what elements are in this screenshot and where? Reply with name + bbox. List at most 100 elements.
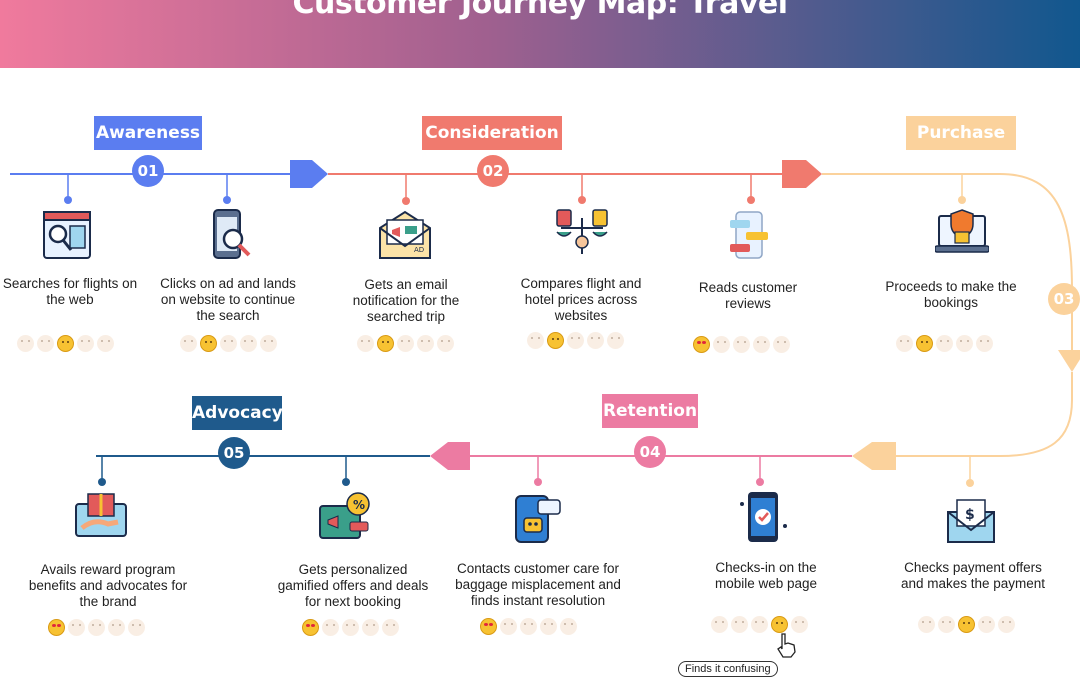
emotion-face-icon	[17, 335, 34, 352]
consideration-arrow	[782, 160, 822, 188]
love-face-icon	[693, 336, 710, 353]
emotion-face-icon	[896, 335, 913, 352]
retention-arrow	[430, 442, 470, 470]
emotion-face-icon	[978, 616, 995, 633]
purchase-down-arrow	[1058, 350, 1080, 372]
stage-number-01: 01	[132, 155, 164, 187]
emotion-face-icon	[560, 618, 577, 635]
stage-number-05: 05	[218, 437, 250, 469]
emotion-face-icon	[97, 335, 114, 352]
step-text-gamified-offers: Gets personalized gamified offers and de…	[277, 562, 429, 609]
emotion-face-icon	[587, 332, 604, 349]
emotion-face-icon	[180, 335, 197, 352]
gift-laptop-icon	[75, 493, 127, 537]
emotion-scale	[527, 332, 624, 349]
emotion-scale	[17, 335, 114, 352]
emotion-scale	[180, 335, 277, 352]
emotion-scale	[693, 336, 790, 353]
emotion-face-icon	[527, 332, 544, 349]
emotion-face-icon	[936, 335, 953, 352]
svg-text:%: %	[353, 498, 365, 512]
emotion-face-icon	[77, 335, 94, 352]
browser-search-icon	[43, 211, 91, 259]
emotion-face-icon	[322, 619, 339, 636]
emotion-scale	[918, 616, 1015, 633]
step-text-customer-care: Contacts customer care for baggage mispl…	[455, 561, 621, 608]
emotion-scale	[357, 335, 454, 352]
emotion-face-icon	[713, 336, 730, 353]
step-text-payment: Checks payment offers and makes the paym…	[900, 560, 1046, 591]
step-connectors	[64, 174, 974, 487]
step-text-click-ad: Clicks on ad and lands on website to con…	[160, 276, 296, 323]
emotion-face-icon	[540, 618, 557, 635]
step-text-search-flights: Searches for flights on the web	[2, 276, 138, 307]
love-face-icon	[302, 619, 319, 636]
stage-number-03: 03	[1048, 283, 1080, 315]
neutral-face-icon	[958, 616, 975, 633]
emotion-face-icon	[240, 335, 257, 352]
step-text-compare-prices: Compares flight and hotel prices across …	[520, 276, 642, 323]
emotion-scale	[480, 618, 577, 635]
stage-retention: Retention	[602, 394, 698, 428]
content-face-icon	[916, 335, 933, 352]
emotion-face-icon	[731, 616, 748, 633]
stage-awareness: Awareness	[94, 116, 202, 150]
emotion-face-icon	[128, 619, 145, 636]
emotion-scale	[48, 619, 145, 636]
svg-text:AD: AD	[414, 246, 424, 254]
stage-purchase: Purchase	[906, 116, 1016, 150]
emotion-face-icon	[437, 335, 454, 352]
mobile-search-icon	[213, 209, 251, 259]
secure-booking-icon	[935, 209, 989, 253]
step-text-email-notification: Gets an email notification for the searc…	[352, 277, 460, 324]
step-text-read-reviews: Reads customer reviews	[698, 280, 798, 311]
emotion-face-icon	[711, 616, 728, 633]
emotion-face-icon	[976, 335, 993, 352]
emotion-face-icon	[220, 335, 237, 352]
header-banner: Customer Journey Map: Travel	[0, 0, 1080, 68]
emotion-face-icon	[68, 619, 85, 636]
reviews-icon	[730, 211, 768, 259]
offers-icon: %	[319, 492, 370, 539]
emotion-face-icon	[753, 336, 770, 353]
emotion-scale	[896, 335, 993, 352]
step-text-reward-program: Avails reward program benefits and advoc…	[28, 562, 188, 609]
emotion-face-icon	[362, 619, 379, 636]
emotion-face-icon	[260, 335, 277, 352]
page-title: Customer Journey Map: Travel	[292, 0, 788, 21]
content-face-icon	[547, 332, 564, 349]
emotion-scale	[711, 616, 808, 633]
chatbot-icon	[515, 495, 561, 543]
confused-face-icon	[771, 616, 788, 633]
emotion-face-icon	[417, 335, 434, 352]
step-text-make-bookings: Proceeds to make the bookings	[885, 279, 1017, 310]
neutral-face-icon	[57, 335, 74, 352]
emotion-face-icon	[357, 335, 374, 352]
emotion-face-icon	[567, 332, 584, 349]
mobile-checkin-icon	[740, 492, 787, 542]
emotion-face-icon	[751, 616, 768, 633]
purchase-return-line	[896, 372, 1073, 457]
emotion-face-icon	[520, 618, 537, 635]
emotion-face-icon	[998, 616, 1015, 633]
emotion-face-icon	[938, 616, 955, 633]
love-face-icon	[48, 619, 65, 636]
purchase-line	[822, 173, 1073, 350]
email-ad-icon: AD	[379, 210, 431, 259]
emotion-face-icon	[791, 616, 808, 633]
emotion-face-icon	[773, 336, 790, 353]
step-text-checkin: Checks-in on the mobile web page	[714, 560, 818, 591]
love-face-icon	[480, 618, 497, 635]
emotion-face-icon	[88, 619, 105, 636]
emotion-face-icon	[342, 619, 359, 636]
svg-text:$: $	[965, 507, 975, 523]
emotion-face-icon	[108, 619, 125, 636]
emotion-face-icon	[956, 335, 973, 352]
awareness-arrow	[290, 160, 328, 188]
content-face-icon	[377, 335, 394, 352]
price-compare-icon	[556, 209, 608, 254]
emotion-face-icon	[918, 616, 935, 633]
emotion-face-icon	[382, 619, 399, 636]
hand-pointer-icon	[777, 633, 796, 658]
stage-number-02: 02	[477, 155, 509, 187]
